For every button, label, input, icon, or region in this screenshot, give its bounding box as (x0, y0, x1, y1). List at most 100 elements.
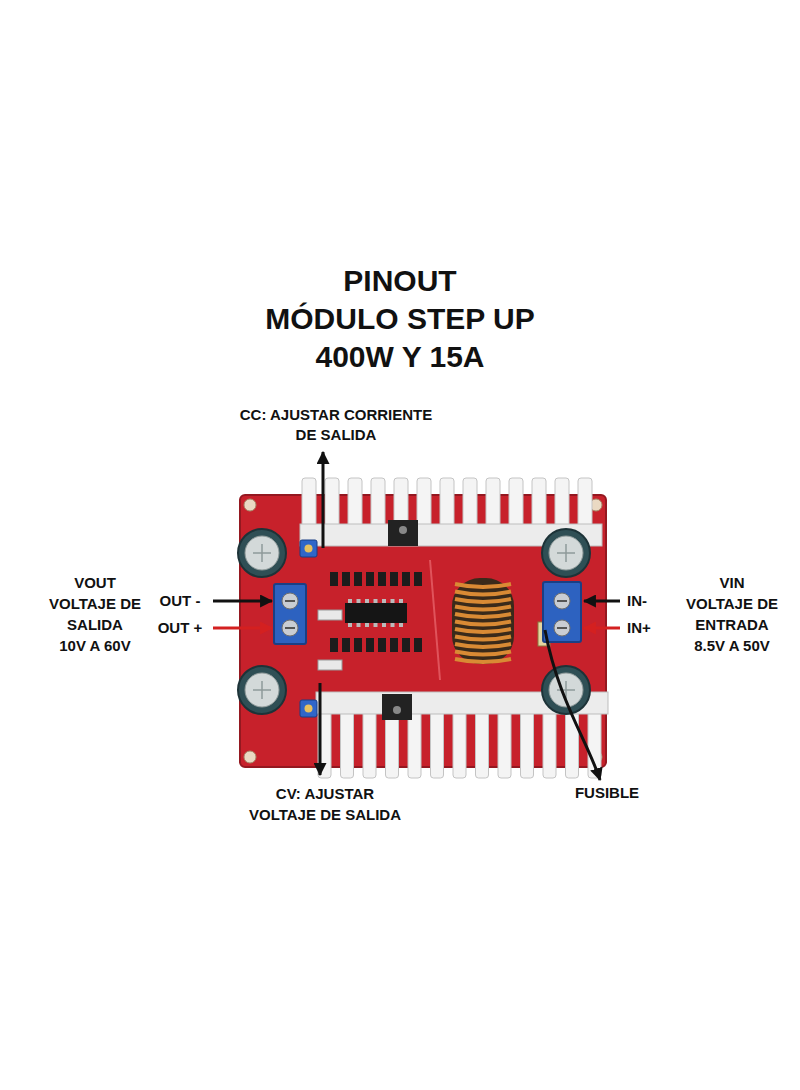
resistor-symbol (378, 572, 386, 586)
inductor-winding (455, 614, 511, 617)
text-line: VOLTAJE DE (686, 593, 778, 614)
inductor-winding (455, 644, 511, 647)
terminal-slot (557, 627, 567, 629)
ic-pin (348, 623, 352, 627)
trimmer-pot (300, 700, 317, 717)
resistor-symbol (318, 660, 342, 670)
inductor-winding (455, 629, 511, 632)
resistor-symbol (342, 638, 350, 652)
ic-pin (374, 623, 378, 627)
pin-label: IN+ (627, 619, 651, 637)
capacitor-vent (253, 544, 271, 562)
text-line: PINOUT (265, 262, 534, 300)
terminal-screw (282, 620, 298, 636)
inductor-winding (455, 592, 511, 595)
callout-label: CC: AJUSTAR CORRIENTE DE SALIDA (240, 405, 433, 445)
leader-arrow (319, 683, 322, 775)
text-line: CC: AJUSTAR CORRIENTE (240, 405, 433, 425)
ic-pin (382, 623, 386, 627)
terminal-slot (285, 600, 295, 602)
pin-label: OUT + (158, 619, 203, 637)
ic-pin (365, 599, 369, 603)
diagram-title: PINOUT MÓDULO STEP UP 400W Y 15A (265, 262, 534, 376)
resistor-symbol (402, 572, 410, 586)
terminal-block (543, 582, 581, 642)
pin-arrow (213, 600, 272, 603)
resistor-symbol (330, 572, 338, 586)
resistor-symbol (330, 638, 338, 652)
text-line: VOLTAJE DE (49, 593, 141, 614)
text-line: VOUT (49, 572, 141, 593)
capacitor-body (238, 529, 286, 577)
resistor-symbol (402, 638, 410, 652)
terminal-label: VIN VOLTAJE DE ENTRADA 8.5V A 50V (686, 572, 778, 656)
ic-pin (391, 623, 395, 627)
inductor-winding (455, 652, 511, 655)
resistor-symbol (354, 638, 362, 652)
diode-tab (393, 706, 401, 714)
ic-pin (357, 623, 361, 627)
capacitor-body (542, 529, 590, 577)
resistor-symbol (378, 638, 386, 652)
leader-arrow (545, 630, 600, 780)
text-line: 400W Y 15A (265, 338, 534, 376)
pin-label: OUT - (160, 592, 201, 610)
text-line: 8.5V A 50V (686, 635, 778, 656)
capacitor-vent (557, 544, 575, 562)
resistor-symbol (414, 638, 422, 652)
text-line: SALIDA (49, 614, 141, 635)
text-line: VIN (686, 572, 778, 593)
ic-pin (374, 599, 378, 603)
pin-label: IN- (627, 592, 647, 610)
capacitor-vent (253, 681, 271, 699)
capacitor-body (542, 666, 590, 714)
text-line: MÓDULO STEP UP (265, 300, 534, 338)
capacitor-top (245, 673, 279, 707)
resistor-symbol (318, 610, 342, 620)
ic-pin (391, 599, 395, 603)
inductor-winding (455, 637, 511, 640)
mosfet-tab (399, 526, 407, 534)
mounting-hole (244, 751, 256, 763)
text-line: VOLTAJE DE SALIDA (249, 804, 401, 825)
mosfet-symbol (388, 520, 418, 546)
ic-pin (365, 623, 369, 627)
terminal-screw (554, 620, 570, 636)
ic-pin (399, 599, 403, 603)
ic-pin (348, 599, 352, 603)
ic-pin (382, 599, 386, 603)
ic-pin (357, 599, 361, 603)
pcb-trace (430, 560, 440, 680)
pin-arrow (584, 627, 620, 630)
resistor-symbol (366, 638, 374, 652)
resistor-symbol (354, 572, 362, 586)
inductor-winding (455, 599, 511, 602)
resistor-symbol (390, 572, 398, 586)
inductor-core (452, 578, 514, 664)
text-line: CV: AJUSTAR (249, 783, 401, 804)
resistor-symbol (366, 572, 374, 586)
ic-pin (399, 623, 403, 627)
callout-label: FUSIBLE (575, 784, 639, 802)
resistor-symbol (414, 572, 422, 586)
inductor-winding (455, 659, 511, 662)
trimmer-pot (300, 540, 317, 557)
inductor-winding (455, 607, 511, 610)
inductor-winding (455, 622, 511, 625)
resistor-symbol (342, 572, 350, 586)
text-line: ENTRADA (686, 614, 778, 635)
pin-arrow (584, 600, 620, 603)
terminal-screw (282, 593, 298, 609)
capacitor-top (245, 536, 279, 570)
text-line: 10V A 60V (49, 635, 141, 656)
resistor-symbol (390, 638, 398, 652)
ic-chip (345, 603, 407, 623)
terminal-block (274, 584, 306, 644)
text-line: DE SALIDA (240, 425, 433, 445)
capacitor-body (238, 666, 286, 714)
diode-symbol (382, 694, 412, 720)
inductor-winding (455, 584, 511, 587)
trimmer-screw (305, 705, 313, 713)
